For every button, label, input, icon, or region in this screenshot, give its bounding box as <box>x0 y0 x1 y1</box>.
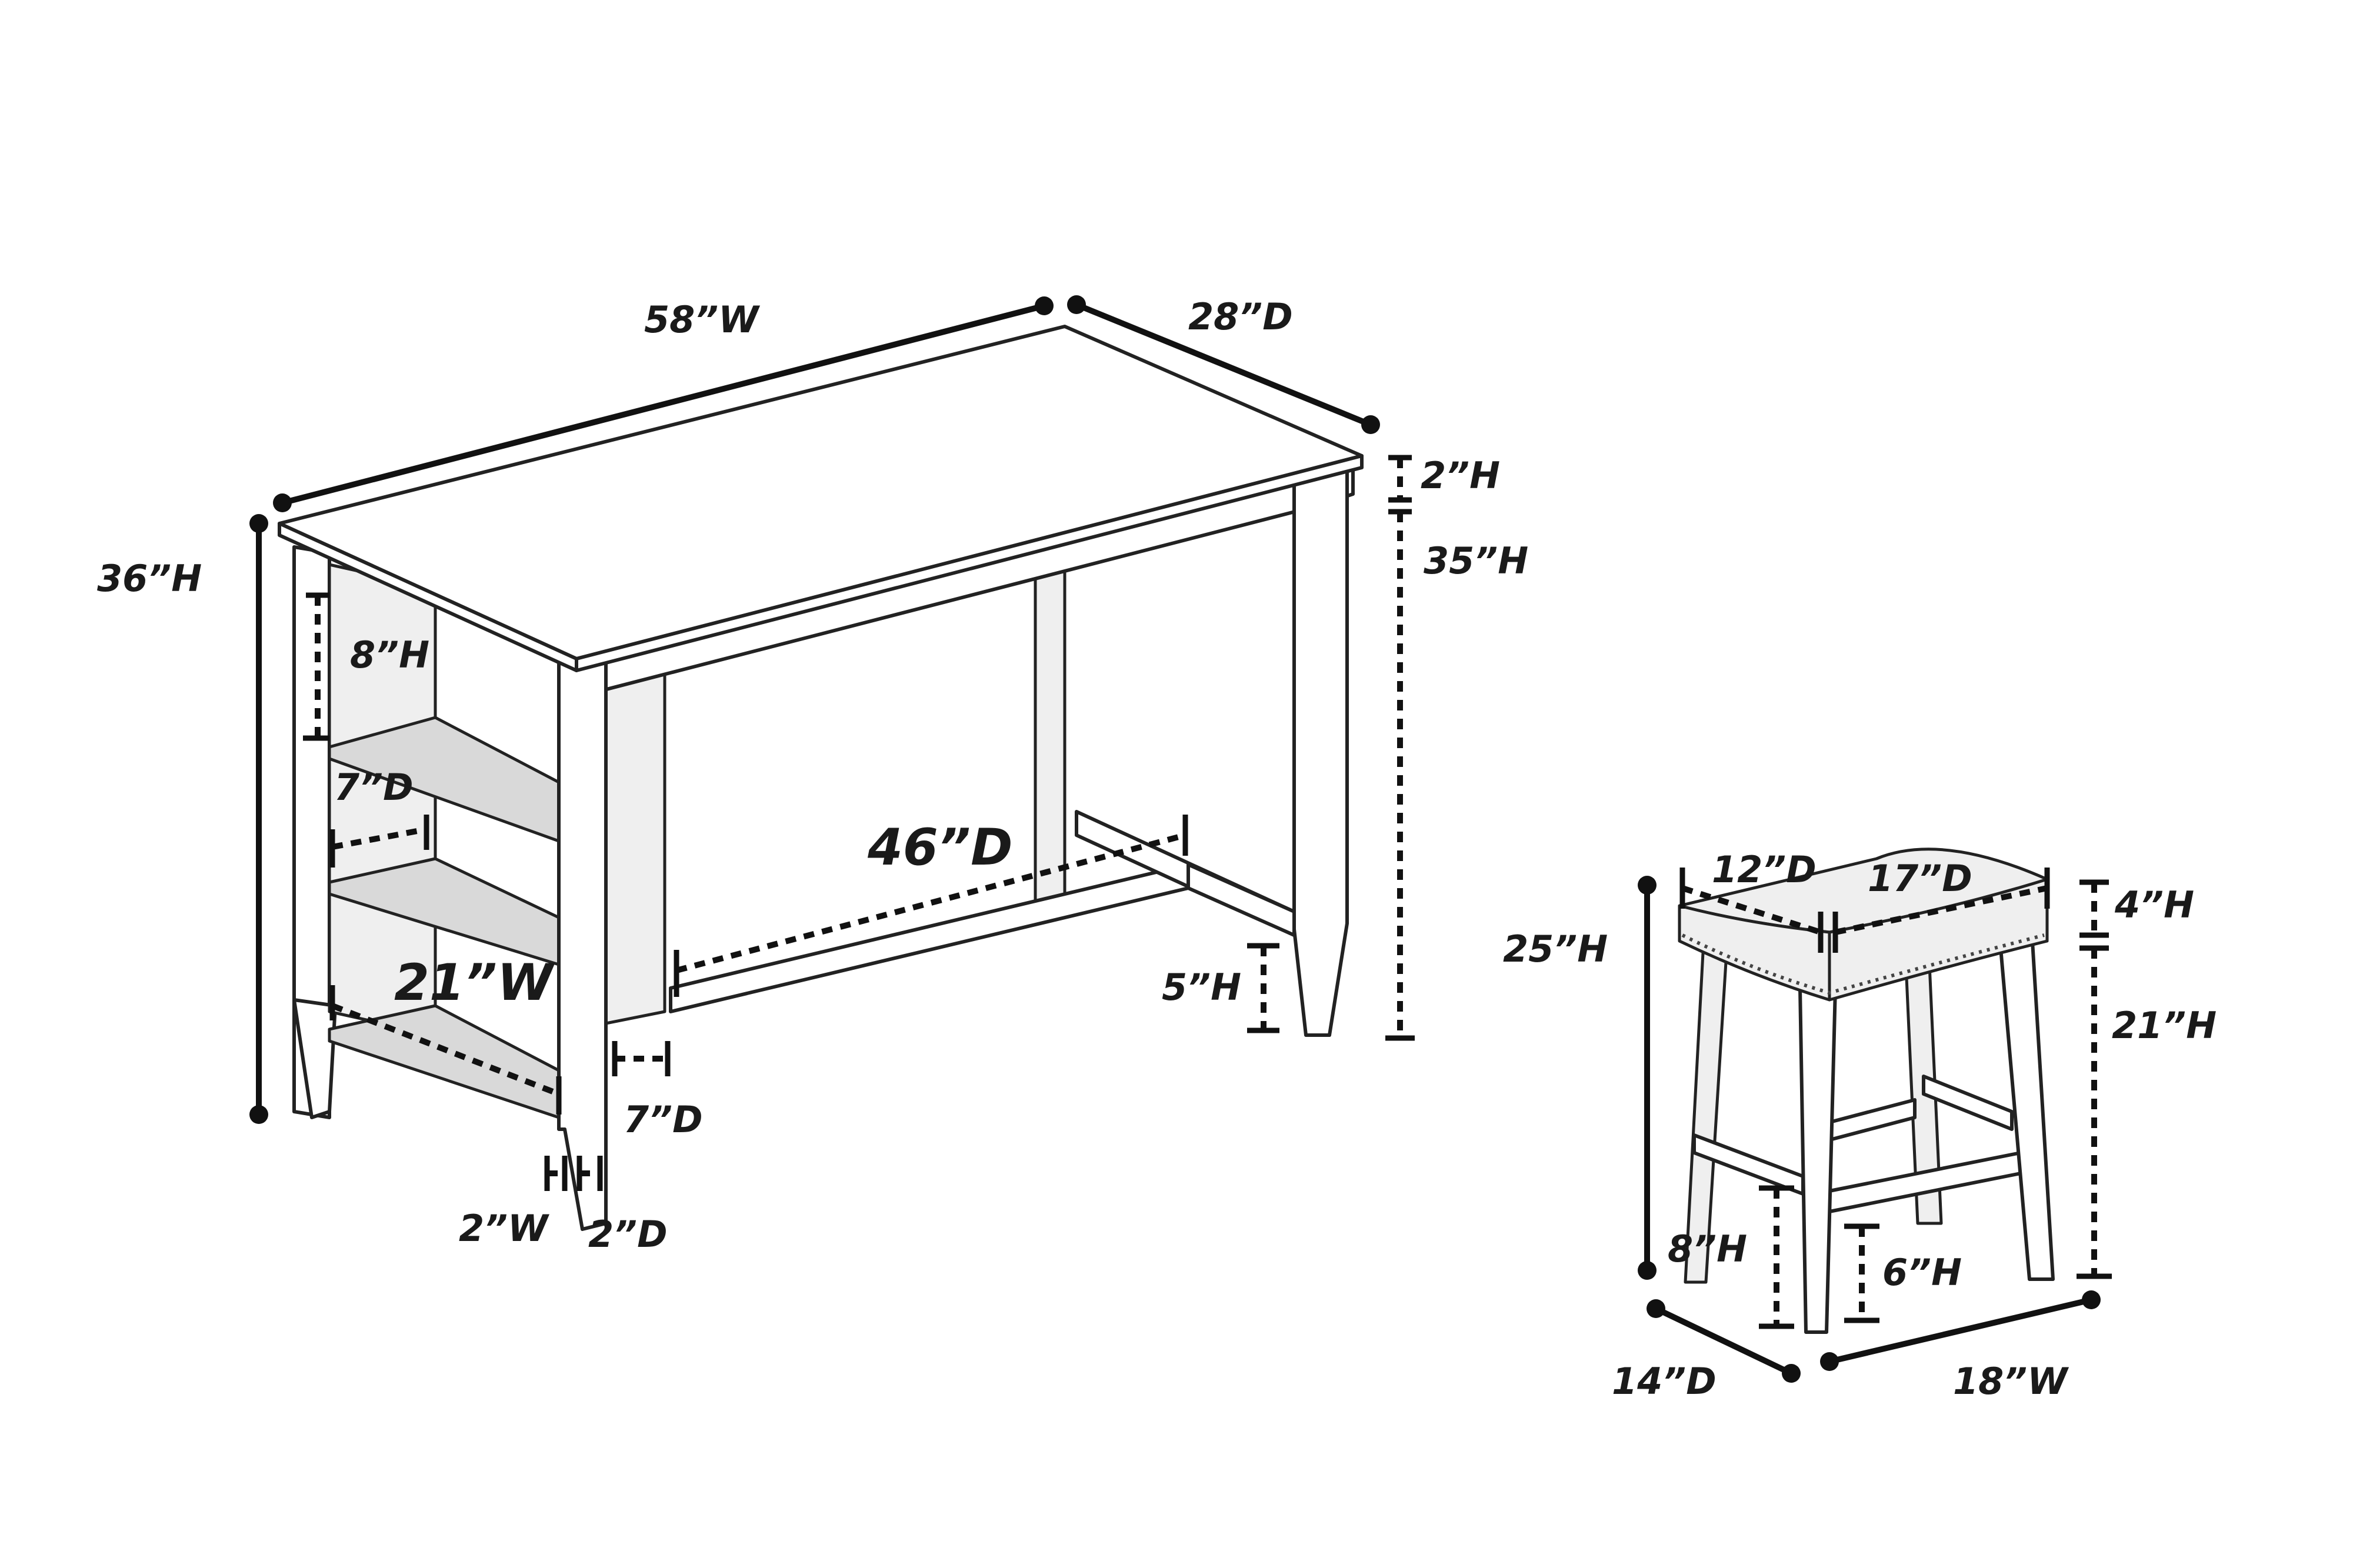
table-width-label: 58”W <box>644 298 760 341</box>
table-leg-depth-label: 2”D <box>588 1213 668 1256</box>
table-shelf-width-label: 21”W <box>394 953 555 1012</box>
stool-seat-width-label: 17”D <box>1868 857 1972 900</box>
table-dimensions <box>249 295 1415 1191</box>
table-height-label: 36”H <box>97 557 202 600</box>
stool-seat-depth-label: 12”D <box>1712 848 1817 891</box>
table-depth-label: 28”D <box>1188 295 1293 338</box>
stool-height-label: 25”H <box>1503 928 1608 970</box>
table-side-panel-back <box>604 645 666 1025</box>
stool-seat-thickness-label: 4”H <box>2114 883 2194 926</box>
stool-under-seat-height-label: 21”H <box>2112 1004 2217 1047</box>
stool-width-label: 18”W <box>1953 1360 2069 1403</box>
table-cabinet-front-post <box>557 651 608 1231</box>
table-shelf-depth-label: 7”D <box>334 766 414 809</box>
stool-rung-side-right <box>1922 1075 2014 1131</box>
stool-seat-side <box>1678 904 1831 1002</box>
table-top-thickness-label: 2”H <box>1421 454 1500 497</box>
table-stretcher-height-label: 5”H <box>1162 966 1241 1009</box>
table-leg-front-right <box>1292 463 1349 1037</box>
stool-side-rung-height-label: 6”H <box>1882 1251 1962 1294</box>
table-labels: 58”W 28”D 36”H 2”H 35”H 8”H 7”D 21”W 46”… <box>97 295 1528 1256</box>
table-panel-depth-label: 7”D <box>624 1098 703 1141</box>
stool-front-rung-height-label: 8”H <box>1668 1227 1747 1270</box>
table-shelf-spacing-label: 8”H <box>350 633 429 676</box>
stool-nailhead-trim <box>1681 933 2045 995</box>
table-stretcher <box>669 863 1190 1013</box>
counter-table <box>278 325 1364 1231</box>
stool-seat-front <box>1828 878 2049 1002</box>
stool-leg-front-left <box>1798 986 1837 1334</box>
table-leg-front-left <box>292 998 337 1119</box>
table-shelf-3 <box>328 1004 561 1119</box>
table-leg-back-right <box>1034 563 1066 913</box>
stool-depth-label: 14”D <box>1612 1360 1717 1403</box>
table-leg-width-label: 2”W <box>459 1207 549 1250</box>
stool-labels: 25”H 12”D 17”D 4”H 21”H 8”H 6”H 14”D 18”… <box>1503 848 2217 1403</box>
table-stretcher-length-label: 46”D <box>867 818 1012 877</box>
stool-dimensions <box>1638 868 2112 1383</box>
table-under-top-height-label: 35”H <box>1424 539 1528 582</box>
